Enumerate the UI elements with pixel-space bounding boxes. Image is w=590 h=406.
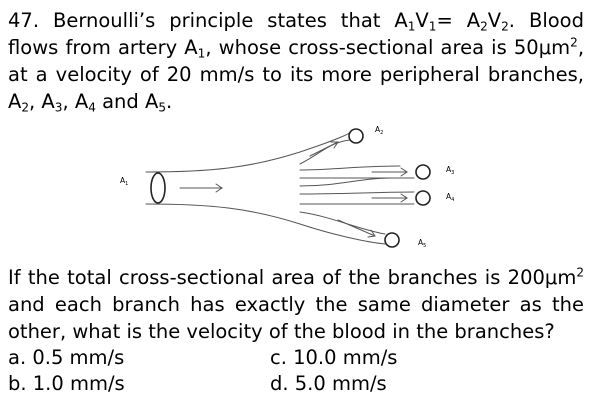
option-b[interactable]: b. 1.0 mm/s <box>8 372 125 395</box>
artery-opening <box>150 172 166 204</box>
subscript: 2 <box>480 19 488 34</box>
superscript: 2 <box>576 265 584 280</box>
branch-a4-wall <box>299 191 415 195</box>
label-a5: A5 <box>418 238 426 249</box>
branch-a3-opening <box>415 164 431 180</box>
subscript: 1 <box>197 46 206 61</box>
option-c[interactable]: c. 10.0 mm/s <box>270 346 398 369</box>
stem-text: V <box>415 9 429 32</box>
question-text-part: m <box>557 266 577 289</box>
flow-arrow-a5-head <box>367 229 376 238</box>
label-a3: A3 <box>446 165 454 176</box>
artery-wall-top <box>145 131 351 173</box>
artery-branch-diagram: A1 A2 A3 A4 A5 <box>120 125 454 249</box>
flow-arrow-a2 <box>309 141 339 157</box>
subscript: 1 <box>428 19 437 34</box>
stem-text: 47. Bernoulli’s principle states that A <box>8 9 408 32</box>
flow-arrow-a5 <box>337 219 376 237</box>
stem-text: , A <box>29 90 55 113</box>
subscript: 5 <box>158 100 167 115</box>
stem-text: m <box>551 36 571 59</box>
flow-arrow-a4-head <box>400 193 408 203</box>
stem-text: = A <box>436 9 481 32</box>
question-text: If the total cross-sectional area of the… <box>8 264 584 345</box>
label-a2: A2 <box>375 125 383 136</box>
subscript: 2 <box>21 100 30 115</box>
question-stem: 47. Bernoulli’s principle states that A1… <box>8 7 584 115</box>
question-text-part: If the total cross-sectional area of the… <box>8 266 545 289</box>
stem-text: , A <box>62 90 89 113</box>
flow-arrow-inlet-head <box>215 183 223 193</box>
flow-arrow-a3-head <box>400 167 408 177</box>
artery-wall-bottom <box>145 203 386 245</box>
option-d[interactable]: d. 5.0 mm/s <box>270 372 387 395</box>
label-a1: A1 <box>120 176 128 187</box>
question-text-part: and each branch has exactly the same dia… <box>8 293 584 343</box>
stem-text: , at a velocity of 20 mm/s to its more p… <box>8 36 585 113</box>
branch-a5-opening <box>384 232 400 248</box>
subscript: 1 <box>407 19 416 34</box>
subscript: 4 <box>88 100 96 115</box>
micro-symbol: μ <box>544 266 558 289</box>
branch-a2-opening <box>348 128 364 144</box>
option-a[interactable]: a. 0.5 mm/s <box>8 346 125 369</box>
stem-text: . Blood flows from artery A <box>8 9 584 59</box>
micro-symbol: μ <box>538 36 552 59</box>
subscript: 3 <box>54 100 63 115</box>
branch-a4-opening <box>415 190 431 206</box>
branch-a5-wall <box>299 211 386 235</box>
label-a4: A4 <box>446 192 454 203</box>
branch-a3-wall <box>299 177 393 187</box>
subscript: 2 <box>501 19 509 34</box>
stem-text: , whose cross-sectional area is 50 <box>205 36 539 59</box>
stem-text: V <box>487 9 502 32</box>
superscript: 2 <box>570 35 578 50</box>
stem-text: and A <box>95 90 159 113</box>
flow-arrow-a2-head <box>330 141 339 149</box>
branch-a3-wall <box>299 165 401 171</box>
stem-text: . <box>166 90 173 113</box>
